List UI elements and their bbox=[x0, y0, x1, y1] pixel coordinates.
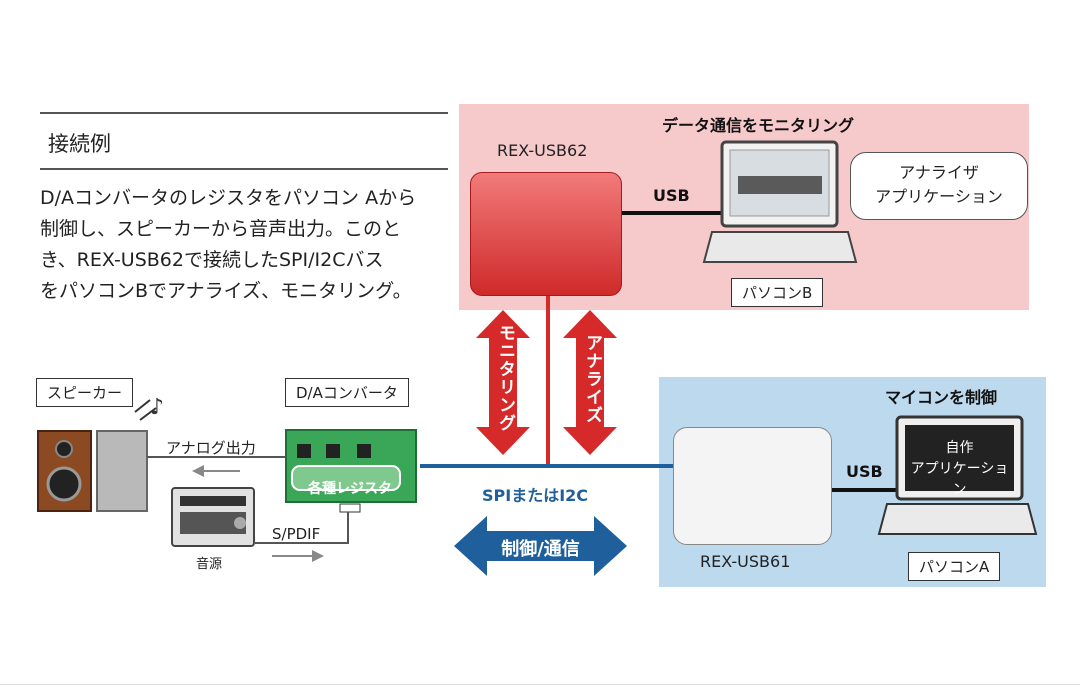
intro-line: D/Aコンバータのレジスタをパソコン Aから bbox=[40, 187, 417, 209]
register-label: 各種レジスタ bbox=[308, 481, 392, 497]
spdif-line bbox=[254, 512, 349, 544]
rex-usb61-device bbox=[673, 427, 832, 545]
intro-line: 制御し、スピーカーから音声出力。このと bbox=[40, 218, 402, 240]
monitor-heading: データ通信をモニタリング bbox=[662, 116, 855, 135]
screen-line: アプリケーション bbox=[910, 461, 1009, 498]
analog-out-label: アナログ出力 bbox=[166, 439, 256, 457]
analog-arrowhead bbox=[192, 465, 204, 477]
bottom-border bbox=[0, 684, 1080, 685]
dac-board-icon bbox=[285, 429, 417, 513]
divider-top bbox=[40, 112, 448, 114]
dac-label: D/Aコンバータ bbox=[285, 378, 409, 407]
control-heading: マイコンを制御 bbox=[885, 388, 998, 407]
intro-text: D/Aコンバータのレジスタをパソコン Aから 制御し、スピーカーから音声出力。こ… bbox=[40, 183, 460, 307]
custom-app-screen: 自作 アプリケーション bbox=[905, 438, 1014, 501]
control-arrow-label: 制御/通信 bbox=[501, 539, 580, 560]
analyze-arrow bbox=[563, 310, 617, 455]
audio-source-icon bbox=[171, 487, 255, 547]
bus-label: SPIまたはI2C bbox=[482, 486, 589, 505]
sound-wave-mark bbox=[139, 407, 157, 421]
spdif-arrowhead bbox=[312, 550, 324, 562]
laptop-b-icon bbox=[702, 140, 858, 263]
pc-a-label: パソコンA bbox=[908, 552, 1001, 581]
speaker-icon bbox=[37, 430, 148, 512]
bubble-line: アプリケーション bbox=[875, 187, 1003, 206]
usb-label-b: USB bbox=[653, 186, 690, 205]
speaker-label: スピーカー bbox=[36, 378, 134, 407]
rex-usb62-device bbox=[470, 172, 622, 296]
sound-wave-mark bbox=[134, 399, 151, 413]
monitoring-arrow-label: モニタリング bbox=[495, 324, 515, 432]
spdif-label: S/PDIF bbox=[272, 525, 321, 543]
rex-usb61-label: REX-USB61 bbox=[700, 552, 791, 571]
intro-line: をパソコンBでアナライズ、モニタリング。 bbox=[40, 280, 412, 302]
bubble-line: アナライザ bbox=[899, 163, 979, 182]
screen-line: 自作 bbox=[945, 440, 974, 456]
divider-bottom bbox=[40, 168, 448, 170]
analyzer-app-bubble: アナライザ アプリケーション bbox=[850, 152, 1028, 220]
laptop-a-icon bbox=[877, 415, 1038, 535]
usb-label-a: USB bbox=[846, 462, 883, 481]
pc-b-label: パソコンB bbox=[731, 278, 824, 307]
intro-title: 接続例 bbox=[48, 132, 111, 156]
source-label: 音源 bbox=[196, 557, 223, 572]
monitoring-arrow bbox=[476, 310, 530, 455]
intro-line: き、REX-USB62で接続したSPI/I2Cバス bbox=[40, 249, 384, 271]
rex-usb62-label: REX-USB62 bbox=[497, 141, 588, 160]
music-note-icon: ♪ bbox=[150, 395, 165, 420]
control-arrow bbox=[454, 516, 627, 576]
analyze-arrow-label: アナライズ bbox=[582, 334, 602, 424]
